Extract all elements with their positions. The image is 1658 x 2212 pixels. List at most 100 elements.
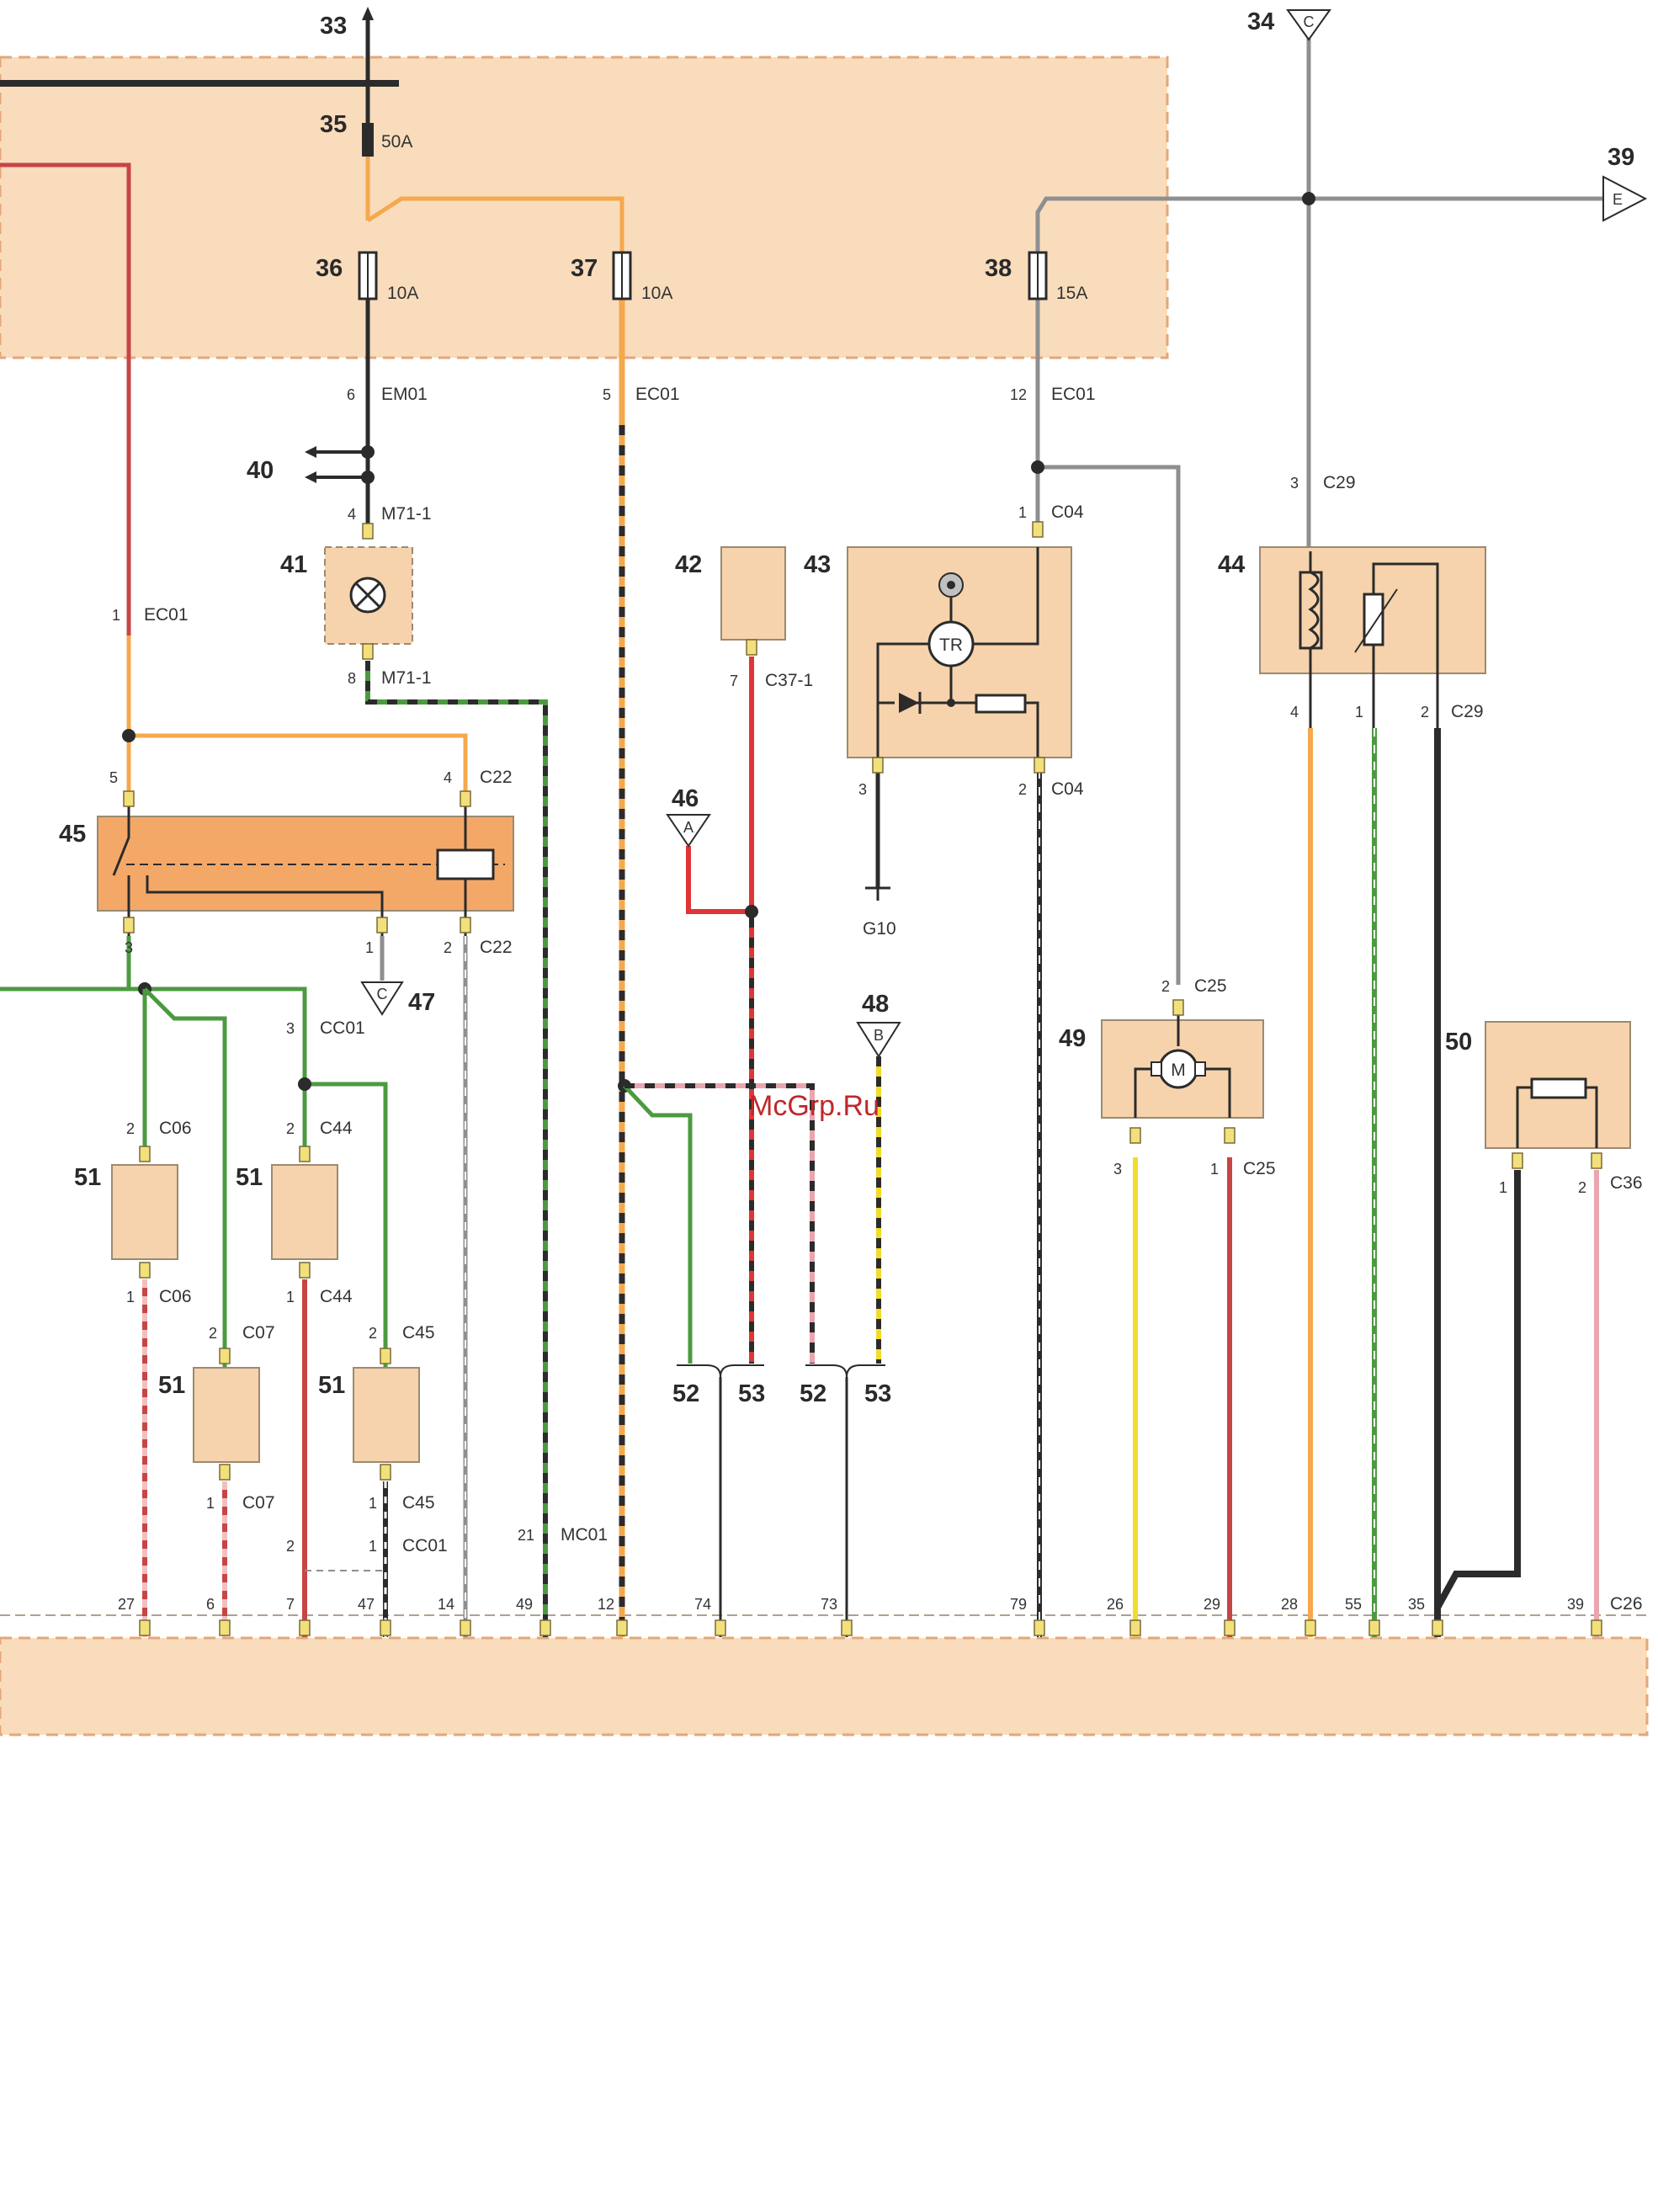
conn-g10: G10 (863, 919, 896, 939)
triangle-47: C (360, 981, 404, 1016)
wire-red-46 (686, 846, 752, 914)
bottom-pin: 6 (206, 1596, 215, 1613)
conn-c07-top: C07 (242, 1323, 275, 1343)
pin-c45-bottom: 1 (369, 1495, 377, 1512)
wire-fuse38-in (1035, 196, 1603, 253)
fuse-38-rating: 15A (1056, 284, 1087, 303)
resistor-icon (1516, 1077, 1598, 1148)
junction-dot (1302, 192, 1315, 205)
bottom-pin: 26 (1107, 1596, 1124, 1613)
ground-icon (865, 886, 890, 901)
bottom-pin-labels: 27 6 7 47 14 49 12 74 73 79 26 29 28 55 … (118, 1596, 1584, 1613)
ref-51a: 51 (74, 1164, 101, 1191)
pin-c25-1: 1 (1210, 1161, 1219, 1178)
wire-orange-supply (365, 156, 624, 253)
ref-50: 50 (1445, 1029, 1472, 1055)
bottom-pin: 73 (821, 1596, 837, 1613)
wire-grey-motor (1038, 465, 1181, 985)
ref-51c: 51 (236, 1164, 263, 1191)
ref-35: 35 (320, 111, 347, 138)
brace-52-53-right (805, 1364, 885, 1378)
pin-cc01-bottom-1: 1 (369, 1538, 377, 1555)
ref-33: 33 (320, 13, 347, 40)
pin-c07-bottom: 1 (206, 1495, 215, 1512)
motor-icon: M (1134, 1010, 1231, 1118)
pin-c04-top: 1 (1018, 504, 1027, 521)
bottom-pin: 28 (1281, 1596, 1298, 1613)
bottom-pin: 29 (1204, 1596, 1220, 1613)
sensor-51d (353, 1367, 420, 1463)
conn-c36: C36 (1610, 1173, 1643, 1193)
conn-mc01: MC01 (561, 1525, 608, 1545)
terminals (123, 521, 1602, 1636)
junction-dot (745, 905, 758, 918)
conn-c44-bottom: C44 (320, 1287, 353, 1306)
component-42 (720, 546, 786, 641)
pin-c22-5: 5 (109, 769, 118, 786)
heater-icon (1299, 551, 1323, 728)
bottom-pin: 74 (694, 1596, 711, 1613)
wire-orange-relay (129, 733, 468, 791)
pin-mc01: 21 (518, 1527, 534, 1544)
conn-m71-top: M71-1 (381, 504, 432, 524)
ref-47: 47 (408, 989, 435, 1016)
fuse-38 (1028, 251, 1048, 300)
ref-36: 36 (316, 255, 343, 282)
fuse-box-panel (0, 56, 1169, 359)
junction-dot (361, 471, 375, 484)
svg-text:E: E (1613, 191, 1623, 208)
pin-c29-4: 4 (1290, 704, 1299, 720)
bottom-pin: 39 (1567, 1596, 1584, 1613)
junction-dot (361, 445, 375, 459)
conn-c04-bottom: C04 (1051, 779, 1084, 799)
ref-53b: 53 (864, 1380, 891, 1407)
pin-c25-top: 2 (1161, 978, 1170, 995)
conn-c07-bottom: C07 (242, 1493, 275, 1513)
svg-text:B: B (874, 1027, 884, 1044)
arrow-left-icon (305, 446, 316, 483)
pin-ec01-38: 12 (1010, 386, 1027, 403)
ref-48: 48 (862, 991, 889, 1018)
pin-m71-bottom: 8 (348, 670, 356, 687)
resistor-icon (975, 694, 1027, 714)
conn-ec01-38: EC01 (1051, 385, 1096, 404)
component-50 (1485, 1021, 1631, 1149)
conn-c25-top: C25 (1194, 976, 1227, 996)
conn-ec01-37: EC01 (635, 385, 680, 404)
triangle-39: E (1602, 175, 1648, 222)
watermark: McGrp.Ru (749, 1090, 879, 1122)
ref-53a: 53 (738, 1380, 765, 1407)
pin-m71-top: 4 (348, 506, 356, 523)
conn-c37: C37-1 (765, 671, 813, 690)
pin-em01: 6 (347, 386, 355, 403)
ref-38: 38 (985, 255, 1012, 282)
bottom-pin: 7 (286, 1596, 295, 1613)
conn-cc01-top: CC01 (320, 1018, 365, 1038)
fuse-37 (612, 251, 632, 300)
pin-c36-1: 1 (1499, 1179, 1507, 1196)
ref-39: 39 (1608, 144, 1634, 171)
conn-m71-bottom: M71-1 (381, 668, 432, 688)
bottom-pin: 35 (1408, 1596, 1425, 1613)
pin-c22-2: 2 (444, 939, 452, 956)
wire-pink-branch (624, 1083, 815, 1364)
pin-c29-top: 3 (1290, 475, 1299, 492)
wire-green-52 (623, 1084, 693, 1364)
tr-icon: TR (876, 547, 1039, 758)
fuse-35-rating: 50A (381, 132, 412, 152)
pin-cc01-top: 3 (286, 1020, 295, 1037)
conn-c06-bottom: C06 (159, 1287, 192, 1306)
pin-c29-2: 2 (1421, 704, 1429, 720)
bottom-pin: 49 (516, 1596, 533, 1613)
pin-c25-3: 3 (1113, 1161, 1122, 1178)
wire-50-black (1434, 1170, 1521, 1609)
ref-51d: 51 (318, 1372, 345, 1399)
ref-52a: 52 (672, 1380, 699, 1407)
ref-34: 34 (1247, 8, 1274, 35)
ref-49: 49 (1059, 1025, 1086, 1052)
horn-icon (938, 572, 964, 598)
svg-text:C: C (1304, 13, 1315, 30)
ref-37: 37 (571, 255, 598, 282)
pin-c37: 7 (730, 673, 738, 689)
lamp-icon (349, 577, 386, 614)
